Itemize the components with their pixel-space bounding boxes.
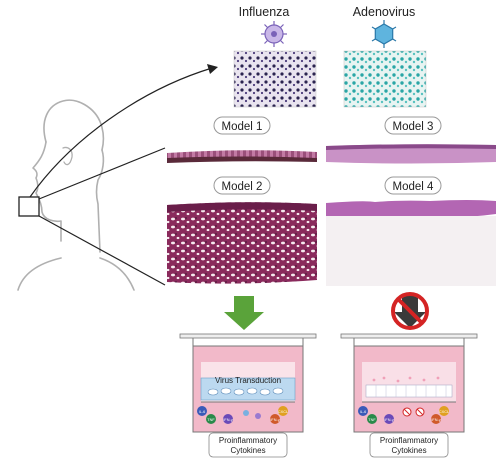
cytokine-markers-right: IL-6 TNF IFN-γ CXCL IFN-γ [358, 406, 449, 424]
connector-lines [29, 64, 218, 286]
cytokine-marker [439, 406, 449, 416]
cytokine-marker [384, 414, 394, 424]
adenovirus-icon [371, 20, 397, 48]
model-1-tissue-image [167, 138, 317, 168]
model-2-tissue-image [167, 198, 317, 286]
cytokine-marker [197, 406, 207, 416]
svg-text:IFN-γ: IFN-γ [270, 418, 279, 422]
cytokine-marker [367, 414, 377, 424]
svg-text:IL-6: IL-6 [360, 410, 367, 414]
left-cytokines-label-line2: Cytokines [230, 446, 265, 455]
model-2-label: Model 2 [213, 176, 271, 195]
cytokine-marker [358, 406, 368, 416]
svg-text:IFN-γ: IFN-γ [431, 418, 440, 422]
influenza-virus-icon [261, 21, 287, 47]
virus-transduction-label: Virus Transduction [215, 376, 281, 385]
prohibited-arrow-icon [391, 292, 429, 330]
line-to-model-bottom [38, 215, 166, 286]
svg-text:Model 3: Model 3 [393, 121, 434, 133]
svg-text:IFN-γ: IFN-γ [223, 418, 232, 422]
right-cytokines-label-line1: Proinflammatory [380, 436, 438, 445]
svg-text:Model 2: Model 2 [222, 181, 263, 193]
cytokine-marker [206, 414, 216, 424]
adenovirus-label: Adenovirus [353, 5, 416, 19]
virus-transduction-bar [200, 377, 296, 401]
model-3-label: Model 3 [384, 116, 442, 135]
right-cell-layer [365, 376, 453, 398]
arrowhead [207, 64, 218, 74]
influenza-label: Influenza [239, 5, 290, 19]
line-to-model-top [38, 147, 166, 200]
model-4-tissue-image [326, 198, 496, 286]
adenovirus-stain-image [343, 50, 427, 108]
left-transwell-diagram: Virus Transduction IL-6 TNF IFN-γ CXCL I… [179, 333, 317, 458]
model-4-label: Model 4 [384, 176, 442, 195]
left-cytokines-label-line1: Proinflammatory [219, 436, 277, 445]
model-1-label: Model 1 [213, 116, 271, 135]
cytokine-marker [223, 414, 233, 424]
arrow-to-virus-stains [29, 67, 213, 198]
cytokine-marker [431, 414, 441, 424]
svg-text:IL-6: IL-6 [199, 410, 206, 414]
influenza-stain-image [233, 50, 317, 108]
model-3-tissue-image [326, 138, 496, 168]
blocked-cytokine-icons [402, 407, 425, 417]
cytokine-marker [270, 414, 280, 424]
svg-text:IFN-γ: IFN-γ [384, 418, 393, 422]
svg-text:Model 4: Model 4 [393, 181, 435, 193]
cytokine-markers-left: IL-6 TNF IFN-γ CXCL IFN-γ [197, 406, 288, 424]
svg-text:Model 1: Model 1 [222, 121, 263, 133]
right-transwell-diagram: IL-6 TNF IFN-γ CXCL IFN-γ Proinflammator… [340, 333, 478, 458]
svg-text:TNF: TNF [207, 418, 215, 422]
cytokine-marker [278, 406, 288, 416]
right-cytokines-label-line2: Cytokines [391, 446, 426, 455]
svg-text:CXCL: CXCL [278, 410, 288, 414]
svg-text:TNF: TNF [368, 418, 376, 422]
svg-text:CXCL: CXCL [439, 410, 449, 414]
nasal-region-box [18, 196, 40, 217]
green-down-arrow [224, 296, 264, 330]
human-head-illustration [17, 99, 135, 291]
